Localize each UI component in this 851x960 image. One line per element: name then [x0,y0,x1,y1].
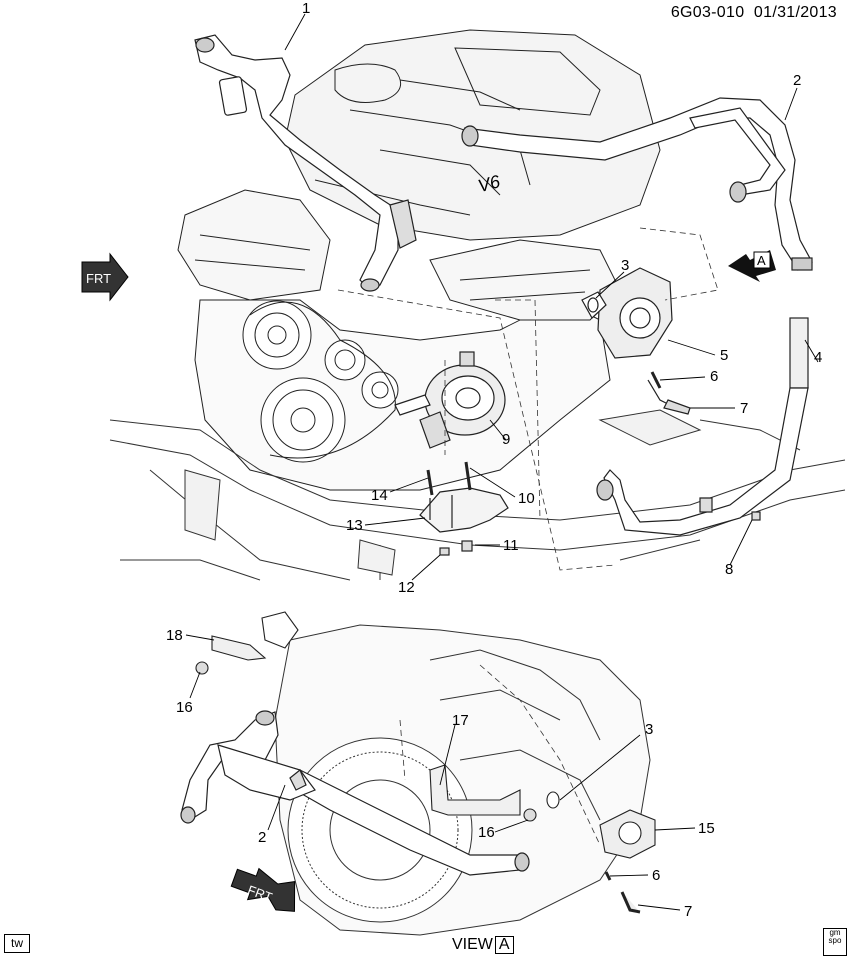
air-pump-9 [394,351,506,449]
front-label-top: FRT [86,271,111,286]
bottom-callout-leaders [185,634,696,911]
callout-7b: 7 [684,903,692,920]
diagram-header: 6G03-010 01/31/2013 [671,4,837,22]
bracket-18 [195,611,299,675]
top-callouts: 1 2 3 4 5 6 7 8 9 10 11 12 13 14 [302,0,822,596]
bottom-leader-lines [399,664,601,846]
bracket-17 [429,764,537,822]
logo-bottom: spo [828,936,842,945]
callout-9: 9 [502,431,510,448]
callout-10: 10 [518,490,535,507]
view-a-letter: A [757,253,766,268]
bottom-callouts: 18 16 17 3 16 15 6 7 2 [166,627,715,920]
callout-11: 11 [503,537,519,554]
top-leader-lines [337,227,719,571]
callout-7: 7 [740,400,748,417]
valve-assembly-5 [581,267,691,415]
callout-3: 3 [621,257,629,274]
callout-2: 2 [793,72,801,89]
callout-3b: 3 [645,721,653,738]
valve-assembly-15 [546,791,656,914]
callout-12: 12 [398,579,415,596]
bracket-13 [419,461,761,556]
footer-tag: tw [4,934,30,953]
hose-2-bottom [180,710,530,876]
logo-top: gm [829,928,841,937]
view-label-text: VIEW [452,936,493,953]
callout-5: 5 [720,347,728,364]
top-callout-leaders [284,13,819,581]
callout-1: 1 [302,0,310,17]
callout-4: 4 [814,349,822,366]
front-arrow-top: FRT [81,252,129,302]
hose-2 [461,97,813,271]
callout-15: 15 [698,820,715,837]
callout-14: 14 [371,487,388,504]
callout-6b: 6 [652,867,660,884]
front-arrow-bottom: FRT [230,867,296,912]
callout-13: 13 [346,517,363,534]
gm-spo-logo: gm spo [823,928,847,956]
diagram-code: 6G03-010 [670,4,745,21]
pipe-4 [596,317,809,536]
callout-17: 17 [452,712,469,729]
callout-16a: 16 [176,699,193,716]
callout-18: 18 [166,627,183,644]
engine-block-top [177,29,661,491]
callout-8: 8 [725,561,733,578]
callout-16b: 16 [478,824,495,841]
hose-1 [194,34,417,292]
view-a-marker: A [728,250,776,282]
diagram-date: 01/31/2013 [753,4,837,21]
view-label-ref: A [494,936,514,954]
callout-6: 6 [710,368,718,385]
callout-2b: 2 [258,829,266,846]
engine-block-bottom [274,624,651,936]
